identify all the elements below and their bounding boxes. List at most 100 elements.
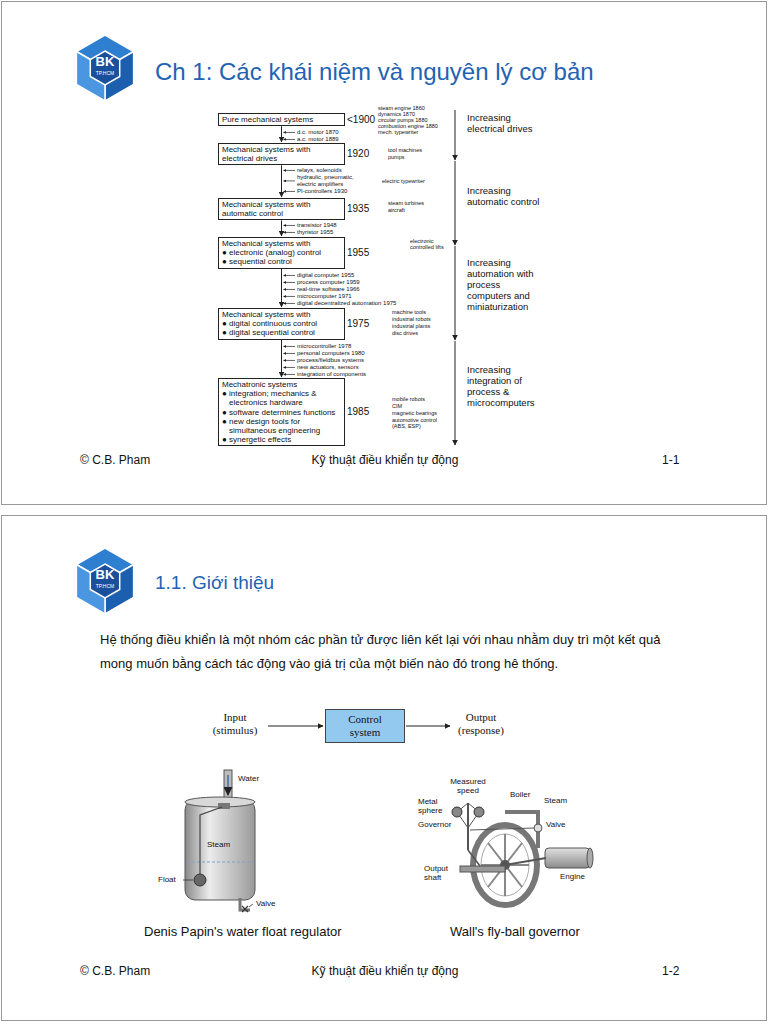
bullet-text: ● digital sequential control	[222, 328, 341, 337]
flow-arrow	[281, 220, 282, 236]
input-arrow	[284, 303, 296, 304]
input-arrow	[284, 232, 296, 233]
part-label: Metal sphere	[418, 797, 448, 815]
technology-input: new actuators, sensors	[297, 364, 359, 371]
example-application: automotive control (ABS, ESP)	[392, 417, 447, 430]
example-application: steam turbines	[388, 200, 424, 206]
input-arrow	[284, 170, 296, 171]
footer-text: © C.B. Pham	[80, 454, 150, 468]
part-label: Measured speed	[446, 777, 490, 795]
slide-frame	[2, 516, 767, 1021]
flow-arrow	[281, 340, 282, 377]
technology-input: process computer 1959	[297, 279, 360, 286]
flow-arrow	[281, 165, 282, 197]
part-label: Float	[158, 875, 176, 884]
input-arrow	[284, 296, 296, 297]
footer-text: 1-1	[662, 454, 679, 468]
bullet-text: ● sequential control	[222, 257, 341, 266]
technology-input: transistor 1948	[297, 222, 337, 229]
part-label: Water	[238, 774, 259, 783]
bullet-text: ● synergetic effects	[222, 435, 341, 444]
bullet-text: ● software determines functions	[222, 408, 341, 417]
input-arrow	[284, 191, 296, 192]
input-arrow	[284, 282, 296, 283]
university-logo	[76, 548, 133, 614]
technology-input: microcomputer 1971	[297, 293, 352, 300]
university-logo	[76, 35, 133, 101]
footer-text: 1-2	[662, 965, 679, 979]
logo-text: BK	[90, 55, 120, 70]
bullet-text: ● new design tools for simultaneous engi…	[222, 417, 341, 435]
part-label: Steam	[207, 840, 230, 849]
papin-regulator	[183, 770, 255, 912]
trend-label: Increasing automation with process compu…	[467, 258, 542, 313]
trend-label: Increasing electrical drives	[467, 113, 542, 135]
slide-frame	[2, 2, 767, 505]
input-arrow	[284, 353, 296, 354]
evolution-stage-box: Mechanical systems with electrical drive…	[218, 143, 345, 165]
input-arrow	[284, 346, 296, 347]
box-text: Mechatronic systems	[222, 380, 341, 389]
figure-caption: Wall's fly-ball governor	[450, 925, 580, 940]
bullet-text: ● electronic (analog) control	[222, 248, 341, 257]
year-label: 1975	[347, 318, 369, 330]
technology-input: hydraulic, pneumatic, electric amplifier…	[297, 174, 372, 188]
technology-input: integration of components	[297, 371, 366, 378]
signal-label: Input (stimulus)	[205, 711, 265, 736]
bullet-text: ● integration; mechanics & electronics h…	[222, 389, 341, 407]
flyball-governor	[452, 803, 593, 905]
year-label: 1920	[347, 148, 369, 160]
example-application: electric typewriter	[382, 178, 425, 184]
input-arrow	[284, 180, 296, 181]
example-application: tool machines	[388, 147, 422, 153]
box-text: Mechanical systems with electrical drive…	[222, 145, 341, 163]
technology-input: PI-controllers 1930	[297, 188, 347, 195]
box-text: Mechanical systems with automatic contro…	[222, 200, 341, 218]
input-arrow	[284, 367, 296, 368]
evolution-stage-box: Pure mechanical systems<1900	[218, 113, 345, 126]
technology-input: microcontroller 1978	[297, 343, 351, 350]
example-application: machine tools	[392, 309, 426, 315]
box-text: Pure mechanical systems	[222, 115, 341, 124]
box-text: Control system	[336, 713, 394, 738]
slide-title: Ch 1: Các khái niệm và nguyên lý cơ bản	[155, 58, 594, 87]
technology-input: real-time software 1966	[297, 286, 360, 293]
evolution-stage-box: Mechatronic systems● integration; mechan…	[218, 378, 345, 446]
figure-caption: Denis Papin's water float regulator	[144, 925, 342, 940]
part-label: Governor	[418, 820, 451, 829]
example-application: mobile robots	[392, 396, 425, 402]
part-label: Valve	[546, 820, 565, 829]
flow-arrow	[281, 126, 282, 142]
evolution-stage-box: Mechanical systems with automatic contro…	[218, 198, 345, 220]
input-arrow	[284, 360, 296, 361]
footer-text: © C.B. Pham	[80, 965, 150, 979]
footer-text: Kỹ thuật điều khiển tự động	[235, 454, 535, 468]
part-label: Steam	[544, 796, 567, 805]
example-application: steam engine 1860	[378, 105, 425, 111]
example-application: disc drives	[392, 330, 418, 336]
part-label: Engine	[560, 872, 585, 881]
technology-input: a.c. motor 1889	[297, 136, 339, 143]
input-arrow	[284, 225, 296, 226]
example-application: electronic controlled lifts	[410, 238, 448, 251]
input-arrow	[284, 139, 296, 140]
process-box: Control system	[325, 709, 405, 743]
technology-input: digital decentralized automation 1975	[297, 300, 396, 307]
technology-input: thyristor 1955	[297, 229, 333, 236]
example-application: CIM	[392, 403, 402, 409]
footer-text: Kỹ thuật điều khiển tự động	[235, 965, 535, 979]
logo-text: TP.HCM	[90, 71, 120, 77]
year-label: 1935	[347, 203, 369, 215]
part-label: Valve	[256, 899, 275, 908]
box-text: Mechanical systems with	[222, 239, 341, 248]
flow-arrow	[281, 269, 282, 307]
evolution-stage-box: Mechanical systems with● electronic (ana…	[218, 237, 345, 269]
part-label: Output shaft	[424, 864, 456, 882]
logo-text: BK	[90, 568, 120, 583]
year-label: 1955	[347, 247, 369, 259]
trend-label: Increasing integration of process & micr…	[467, 365, 542, 409]
example-application: aircraft	[388, 207, 405, 213]
bullet-text: ● digital continuous control	[222, 319, 341, 328]
